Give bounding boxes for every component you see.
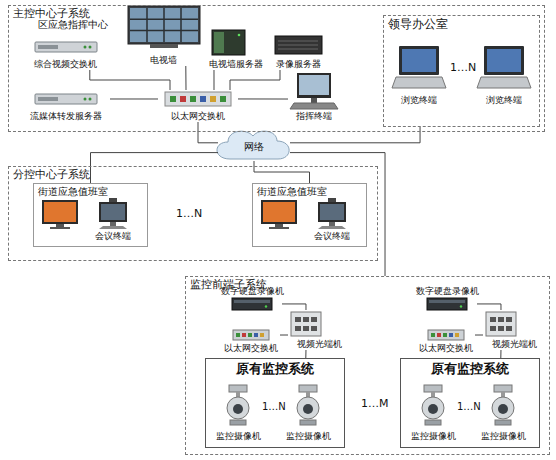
tv-wall-stand [150,44,178,48]
node-label: 街道应急值班室 [257,186,327,198]
monitor-neck [311,98,317,103]
connector-line [91,153,219,183]
monitor-frame [297,73,331,98]
connector-line [254,161,310,183]
connector-line [477,304,501,310]
free-label: 1…N [450,62,476,75]
stream-server-icon [35,94,97,104]
node-label: 会议终端 [314,231,350,241]
node-label: 数字硬盘录像机 [416,286,479,296]
node-label: 以太网交换机 [224,343,278,353]
terminal-icon [318,198,346,229]
connector-line [290,153,385,276]
connector-line [290,127,420,143]
node-label: 监控摄像机 [216,431,261,441]
connector-line [185,66,186,90]
dvr-icon [427,298,467,310]
monitor-screen [299,75,329,95]
video-switch-icon [35,42,97,52]
node-label: 电视墙服务器 [209,59,263,69]
switch-port [170,96,176,102]
connector-line [500,350,501,358]
tv-wall-grid [130,8,198,42]
optical-icon [291,312,321,336]
node-label: 录像服务器 [276,59,321,69]
recorder-slots [278,41,318,49]
server-body [212,30,245,55]
switch-icon [428,330,464,340]
node-label: 流媒体转发服务器 [30,111,102,121]
node-label: 以太网交换机 [171,111,225,121]
switch-port [180,96,186,102]
camera-icon [297,385,319,425]
free-label: 1…N [176,208,202,221]
node-label: 会议终端 [95,231,131,241]
connector-line [213,70,214,90]
node-label: 视频光端机 [492,339,537,349]
connector-line [110,98,158,99]
camera-icon [422,385,444,425]
recorder-body [275,36,322,54]
optical-icon [486,312,516,336]
console-desk [290,103,338,109]
node-label: 指挥终端 [296,111,332,121]
tv-wall-screens [130,8,198,42]
node-label: 电视墙 [150,55,177,65]
terminal-icon [99,198,127,229]
dvr-icon [232,298,272,310]
node-label: 综合视频交换机 [34,59,97,69]
camera-icon [492,385,514,425]
connector-line [282,304,306,310]
node-label: 街道应急值班室 [38,186,108,198]
connector-line [230,70,280,90]
node-label: 分控中心子系统 [13,169,90,182]
camera-icon [227,385,249,425]
tv-wall-frame [128,6,200,44]
node-label: 浏览终端 [401,95,437,105]
node-label: 数字硬盘录像机 [221,286,284,296]
tv-icon [42,200,78,229]
node-label: 领导办公室 [388,18,448,32]
laptop-icon [392,46,446,88]
free-label: 区应急指挥中心 [38,19,108,31]
node-label: 监控摄像机 [286,431,331,441]
connector-line [238,98,288,99]
server-front [214,32,224,53]
connector-line [305,350,306,358]
node-label: 视频光端机 [297,339,342,349]
node-label: 以太网交换机 [419,343,473,353]
switch-port [200,96,206,102]
free-label: 1…N [457,401,481,413]
tv-icon [261,200,297,229]
laptop-icon [477,46,531,88]
switch-icon [233,330,269,340]
connector-line [475,335,483,336]
node-label: 原有监控系统 [236,362,314,377]
network-cloud [217,131,289,159]
connector-line [198,122,218,143]
node-label: 主控中心子系统 [13,8,90,21]
node-label: 浏览终端 [486,95,522,105]
server-led [238,34,241,37]
switch-body [165,92,231,106]
switch-port [210,96,216,102]
node-label: 监控摄像机 [481,431,526,441]
connector-line [280,335,288,336]
free-label: 1…N [262,401,286,413]
free-label: 1…M [361,398,389,411]
switch-port [220,96,226,102]
node-label: 监控摄像机 [411,431,456,441]
switch-port [190,96,196,102]
connector-line [90,70,170,90]
node-label: 原有监控系统 [431,362,509,377]
node-label: 监控前端子系统 [190,279,267,292]
